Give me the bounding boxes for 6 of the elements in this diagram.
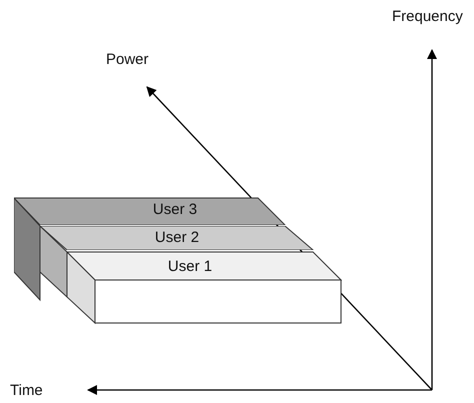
axis-label: Time bbox=[10, 382, 43, 400]
axis-label: Frequency bbox=[392, 8, 463, 26]
axis-label: Power bbox=[106, 51, 149, 69]
slab-label: User 2 bbox=[154, 229, 200, 247]
slab-label: User 1 bbox=[168, 258, 212, 276]
slab-label: User 3 bbox=[152, 201, 198, 219]
